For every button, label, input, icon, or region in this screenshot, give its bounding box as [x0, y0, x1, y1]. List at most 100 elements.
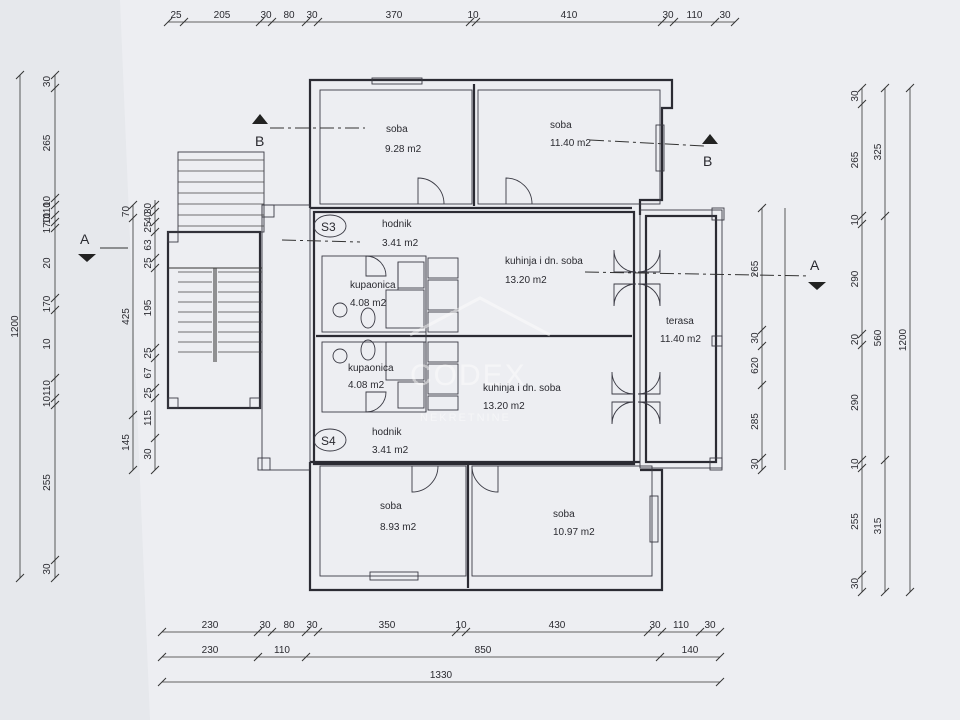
- dimension-label: 30: [143, 448, 154, 460]
- room-area: 13.20 m2: [505, 275, 547, 286]
- dimension-label: 255: [850, 513, 861, 530]
- room-area: 4.08 m2: [350, 298, 387, 309]
- dimension-tick: [150, 343, 160, 353]
- dimension-tick: [710, 17, 720, 27]
- dimension-label: 195: [143, 299, 154, 316]
- dimension-tick: [50, 200, 60, 210]
- room-name: kupaonica: [350, 280, 396, 291]
- dimension-label: 30: [850, 90, 861, 102]
- dimension-label: 290: [850, 270, 861, 287]
- dimension-tick: [461, 627, 471, 637]
- dimension-label: 25: [143, 347, 154, 359]
- dimension-tick: [128, 410, 138, 420]
- room-soba-se: soba 10.97 m2: [553, 509, 595, 538]
- dimension-tick: [857, 455, 867, 465]
- dimension-label: 20: [850, 334, 861, 346]
- dimension-tick: [857, 340, 867, 350]
- dimension-label: 170: [42, 295, 53, 312]
- room-area: 8.93 m2: [380, 522, 417, 533]
- dimension-label: 30: [750, 332, 761, 344]
- staircase: [168, 151, 265, 362]
- room-area: 3.41 m2: [382, 238, 419, 249]
- dimension-tick: [757, 203, 767, 213]
- room-name: hodnik: [372, 427, 402, 438]
- dimension-label: 30: [662, 10, 674, 21]
- room-name: soba: [550, 120, 572, 131]
- dimension-tick: [128, 213, 138, 223]
- dimension-label: 170: [42, 216, 53, 233]
- dimension-tick: [50, 223, 60, 233]
- dimension-tick: [657, 17, 667, 27]
- dimension-tick: [50, 305, 60, 315]
- dimension-label: 20: [42, 257, 53, 269]
- dimension-tick: [179, 17, 189, 27]
- dimension-tick: [695, 627, 705, 637]
- dimension-label: 315: [873, 517, 884, 534]
- room-kuhinja-1: kuhinja i dn. soba 13.20 m2: [505, 256, 583, 286]
- dimension-tick: [157, 627, 167, 637]
- dimension-tick: [128, 465, 138, 475]
- room-area: 13.20 m2: [483, 401, 525, 412]
- dimension-tick: [150, 253, 160, 263]
- room-hodnik-1: hodnik 3.41 m2: [382, 219, 419, 249]
- dimension-tick: [267, 17, 277, 27]
- dimension-tick: [715, 627, 725, 637]
- dimension-label: 1200: [898, 328, 909, 351]
- dimension-tick: [157, 652, 167, 662]
- dimension-tick: [50, 210, 60, 220]
- room-soba-ne: soba 11.40 m2: [550, 120, 591, 149]
- dimension-tick: [150, 217, 160, 227]
- section-marker-a-right: A: [808, 257, 826, 290]
- dimension-label: 10: [42, 196, 53, 208]
- section-letter-b-right: B: [703, 153, 712, 169]
- dimension-tick: [757, 380, 767, 390]
- dimension-tick: [50, 393, 60, 403]
- dimension-tick: [157, 677, 167, 687]
- dimension-tick: [313, 17, 323, 27]
- dimension-label: 30: [850, 578, 861, 590]
- dimension-label: 425: [121, 308, 132, 325]
- room-name: terasa: [666, 316, 694, 327]
- dimension-label: 110: [673, 620, 689, 631]
- dimension-label: 80: [283, 10, 295, 21]
- room-area: 4.08 m2: [348, 380, 385, 391]
- dimension-tick: [50, 217, 60, 227]
- dimension-label: 115: [143, 410, 154, 426]
- room-terasa: terasa 11.40 m2: [660, 316, 701, 345]
- room-kupaonica-1: kupaonica 4.08 m2: [350, 280, 396, 309]
- dimension-label: 63: [143, 239, 154, 251]
- windows: [369, 77, 665, 581]
- dimension-tick: [50, 83, 60, 93]
- room-name: hodnik: [382, 219, 412, 230]
- right-dimension-line-terrace: [761, 208, 786, 470]
- room-kupaonica-2: kupaonica 4.08 m2: [348, 363, 394, 391]
- dimension-label: 1200: [10, 315, 21, 338]
- room-name: soba: [380, 501, 402, 512]
- dimension-label: 30: [704, 620, 716, 631]
- dimension-label: 30: [42, 563, 53, 575]
- dimension-tick: [715, 652, 725, 662]
- dimension-tick: [857, 99, 867, 109]
- dimension-tick: [313, 627, 323, 637]
- dimension-label: 110: [687, 10, 703, 21]
- dimension-label: 67: [143, 367, 154, 379]
- dimension-tick: [880, 83, 890, 93]
- dimension-tick: [905, 83, 915, 93]
- room-soba-sw: soba 8.93 m2: [380, 501, 417, 533]
- dimension-tick: [857, 570, 867, 580]
- dimension-tick: [50, 70, 60, 80]
- room-area: 9.28 m2: [385, 144, 422, 155]
- left-dimension-line-stair: [132, 200, 156, 470]
- stair-tag-s4-label: S4: [321, 434, 336, 448]
- room-name: soba: [386, 124, 408, 135]
- dimension-tick: [50, 373, 60, 383]
- dimension-tick: [657, 627, 667, 637]
- room-kuhinja-2: kuhinja i dn. soba 13.20 m2: [483, 383, 561, 412]
- dimension-label: 850: [475, 645, 492, 656]
- dimension-label: 370: [386, 10, 403, 21]
- dimension-label: 10: [42, 396, 53, 408]
- dimension-label: 230: [202, 620, 219, 631]
- dimension-label: 265: [850, 151, 861, 168]
- dimension-label: 10: [850, 214, 861, 226]
- dimension-tick: [128, 200, 138, 210]
